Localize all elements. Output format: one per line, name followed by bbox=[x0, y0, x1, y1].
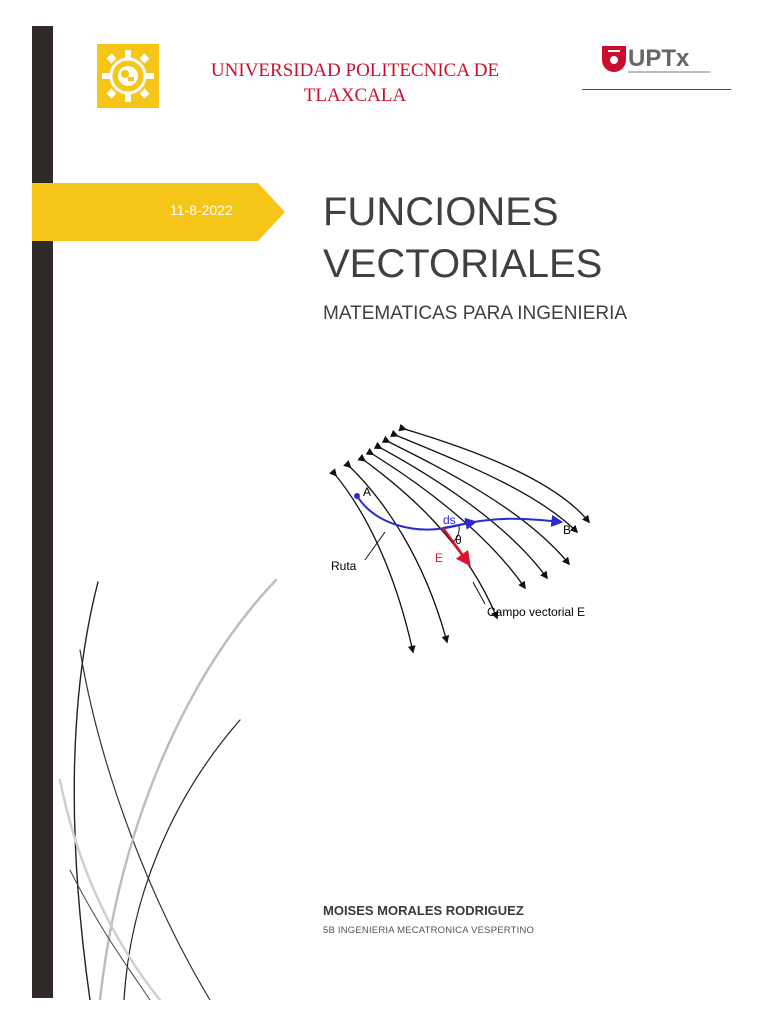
date-text: 11-8-2022 bbox=[170, 202, 233, 218]
course-info: 5B INGENIERIA MECATRONICA VESPERTINO bbox=[323, 925, 535, 936]
author-name: MOISES MORALES RODRIGUEZ bbox=[323, 903, 524, 918]
uptx-logo: UPTx bbox=[598, 40, 714, 80]
field-line bbox=[357, 453, 499, 620]
field-pointer bbox=[472, 581, 486, 605]
university-name: UNIVERSIDAD POLITECNICA DE TLAXCALA bbox=[180, 58, 530, 108]
university-name-line1: UNIVERSIDAD POLITECNICA DE bbox=[210, 60, 500, 81]
university-name-line2: TLAXCALA bbox=[303, 85, 407, 106]
field-line bbox=[343, 460, 450, 644]
sidebar-bar bbox=[32, 26, 53, 998]
title-line1: FUNCIONES bbox=[323, 190, 559, 234]
label-b: B bbox=[563, 523, 571, 537]
university-emblem-logo bbox=[97, 44, 159, 108]
ds-vector bbox=[442, 517, 478, 530]
field-line bbox=[373, 441, 548, 580]
label-ds: ds bbox=[443, 513, 456, 527]
date-banner bbox=[32, 183, 285, 241]
title-line2: VECTORIALES bbox=[323, 242, 603, 286]
vector-field-figure: A B ds θ E Ruta Campo vectorial E bbox=[329, 423, 590, 654]
e-vector bbox=[441, 527, 471, 567]
page-title: FUNCIONES VECTORIALES bbox=[323, 186, 743, 290]
label-theta: θ bbox=[455, 533, 462, 547]
decorative-curves bbox=[58, 578, 278, 1000]
label-ruta: Ruta bbox=[331, 559, 357, 573]
field-line bbox=[381, 435, 570, 566]
field-line bbox=[398, 423, 590, 524]
uptx-logo-text: UPTx bbox=[628, 45, 690, 72]
label-field: Campo vectorial E bbox=[487, 605, 585, 619]
page-subtitle: MATEMATICAS PARA INGENIERIA bbox=[323, 303, 628, 324]
label-e: E bbox=[435, 551, 443, 565]
field-line bbox=[390, 429, 579, 534]
point-a bbox=[354, 493, 360, 499]
label-a: A bbox=[363, 485, 371, 499]
theta-arc bbox=[452, 525, 460, 543]
ruta-pointer bbox=[364, 531, 386, 561]
header-rule bbox=[582, 89, 731, 90]
